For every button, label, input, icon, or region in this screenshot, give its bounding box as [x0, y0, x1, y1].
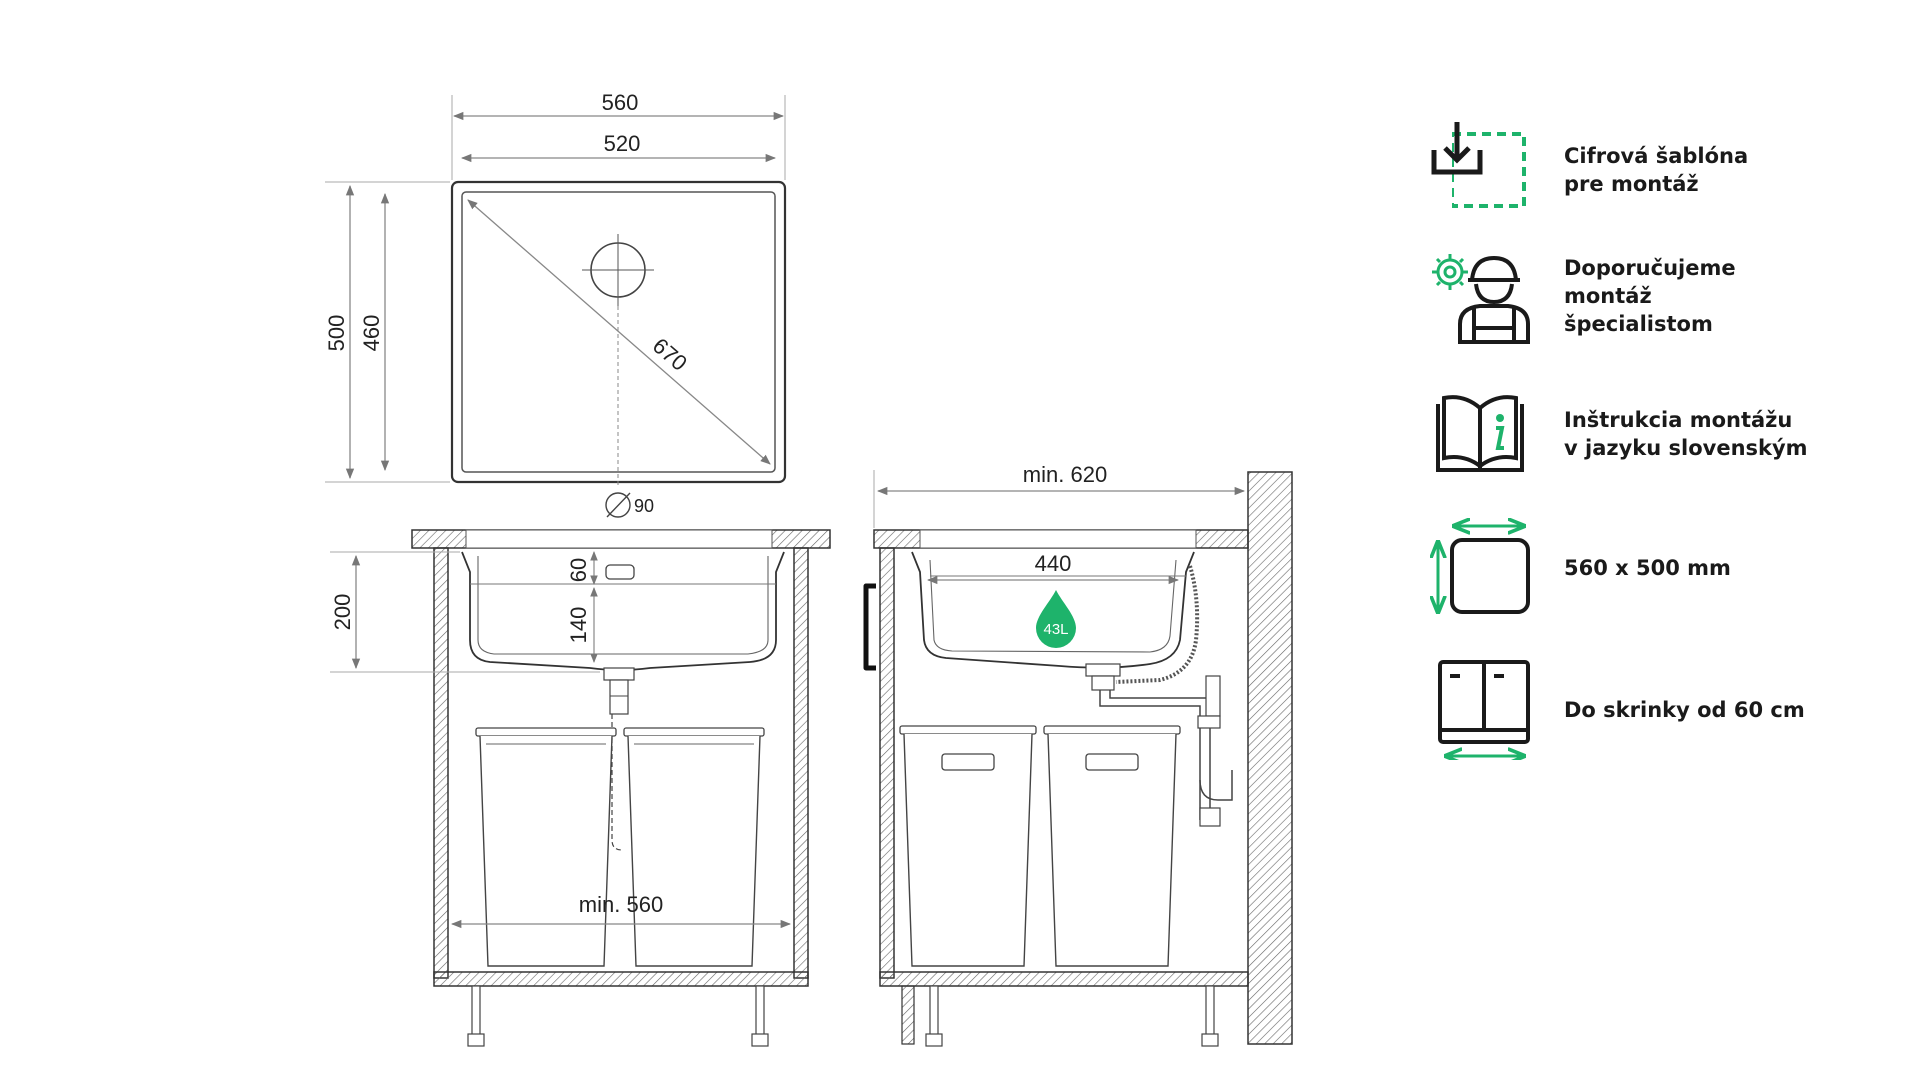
dim-depth-top: 60 [566, 558, 591, 582]
instruction-book-icon [1436, 395, 1524, 472]
feature-label: Cifrová šablóna pre montáž [1564, 144, 1749, 196]
waste-bin-left [475, 727, 617, 967]
feature-label: 560 x 500 mm [1564, 556, 1731, 580]
dimensions-icon [1430, 518, 1530, 614]
feature-digital-template: Cifrová šablóna pre montáž [1430, 120, 1900, 220]
dim-bowl-width: 440 [1035, 551, 1072, 576]
dim-width-outer: 560 [602, 90, 639, 115]
dim-cabinet-depth: min. 620 [1023, 462, 1107, 487]
feature-dimensions: 560 x 500 mm [1430, 518, 1900, 618]
dim-diagonal: 670 [648, 333, 692, 376]
feature-instructions: Inštrukcia montážu v jazyku slovenským [1430, 384, 1900, 484]
dim-depth-total: 200 [330, 594, 355, 631]
water-drop-icon: 43L [1036, 590, 1076, 648]
download-template-icon [1430, 120, 1526, 220]
feature-cabinet: Do skrinky od 60 cm [1430, 660, 1900, 760]
dim-height-inner: 460 [359, 315, 384, 352]
dim-width-inner: 520 [604, 131, 641, 156]
waste-bin-side-left [899, 725, 1037, 967]
top-view: 560 520 500 460 670 90 [324, 90, 787, 518]
front-view: 200 60 140 min. 560 [330, 529, 831, 1047]
feature-label: Doporučujeme montáž špecialistom [1564, 256, 1736, 336]
volume-label: 43L [1043, 621, 1068, 638]
installer-gear-icon [1432, 254, 1530, 344]
feature-label: Inštrukcia montážu v jazyku slovenským [1564, 408, 1808, 460]
feature-label: Do skrinky od 60 cm [1564, 698, 1805, 722]
cabinet-icon [1438, 660, 1530, 760]
waste-bin-right [623, 727, 765, 967]
side-view: min. 620 440 43L [863, 462, 1293, 1047]
dim-cabinet-min: min. 560 [579, 892, 663, 917]
waste-bin-side-right [1043, 725, 1181, 967]
feature-installer: Doporučujeme montáž špecialistom [1430, 246, 1900, 346]
dim-height-outer: 500 [324, 315, 349, 352]
dim-drain: 90 [634, 496, 654, 516]
dim-depth-bottom: 140 [566, 607, 591, 644]
